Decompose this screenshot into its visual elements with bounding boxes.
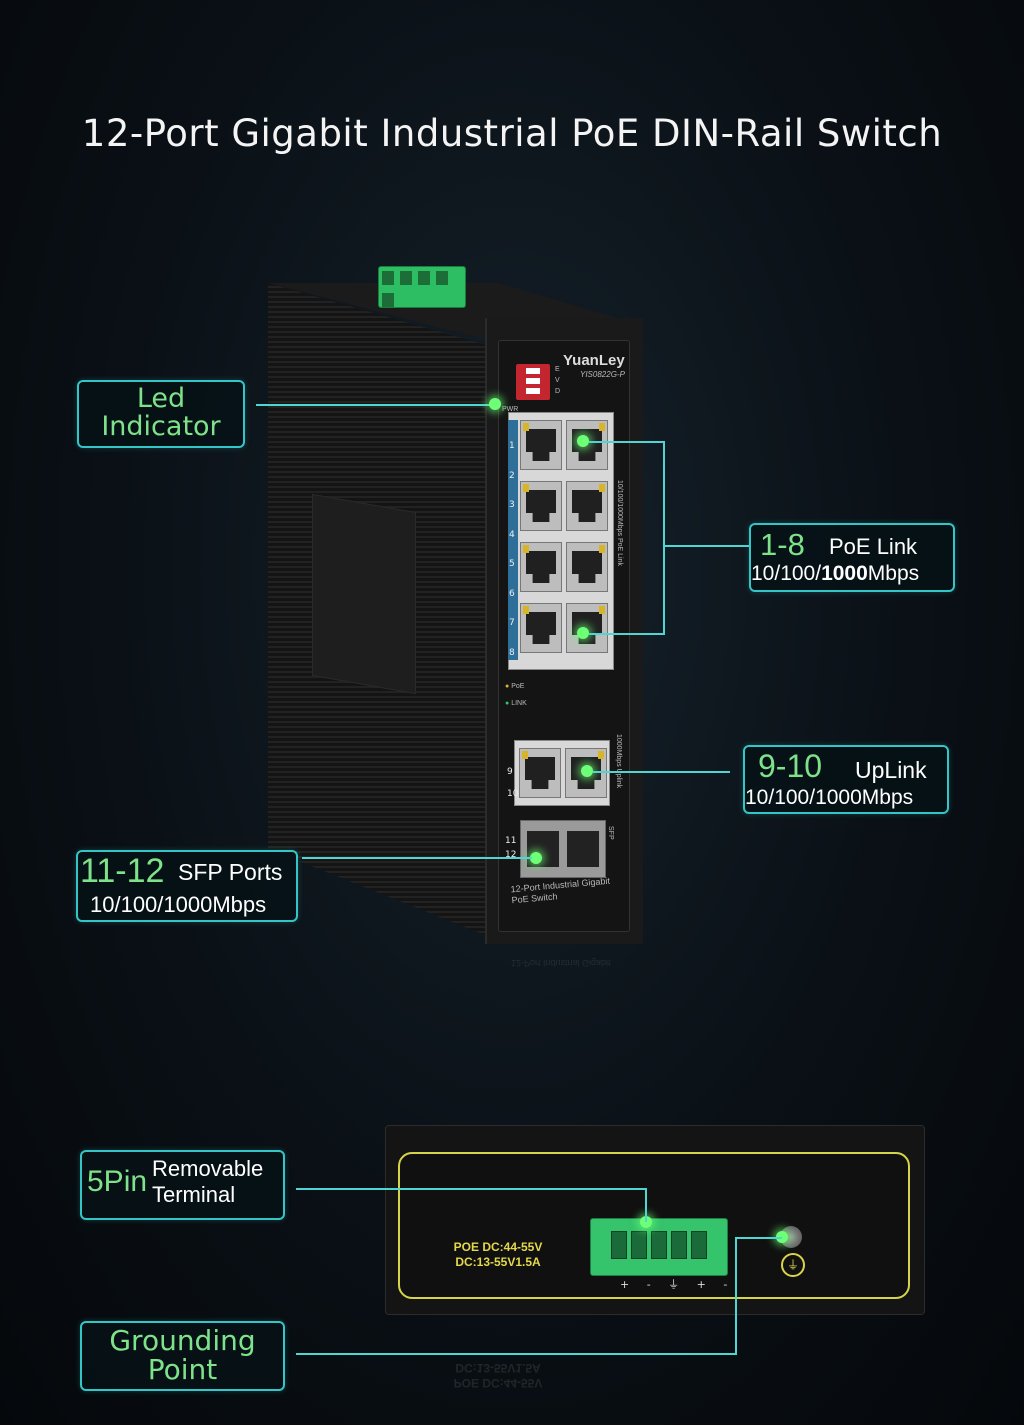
power-spec-line-2: DC:13-55V1.5A (455, 1255, 541, 1269)
uplink-side-text: 1000Mbps Uplink (615, 734, 622, 789)
sfp-side-text: SFP (607, 826, 614, 840)
poe-ports-side-text: 10/100/1000Mbps PoE Link (616, 480, 623, 567)
dip-label-d: D (555, 388, 561, 395)
ground-callout-line-1: Grounding (109, 1324, 256, 1357)
removable-terminal-block (590, 1218, 728, 1276)
model-number: YIS0822G-P (580, 370, 625, 379)
port-number: 10 (507, 789, 519, 799)
led-callout-line-2: Indicator (101, 411, 221, 442)
poe-leader-horizontal (663, 545, 749, 547)
poe-leader-bottom (589, 633, 664, 635)
ground-icon: ⏚ (781, 1253, 805, 1277)
indicator-dot-icon (776, 1231, 788, 1243)
power-spec-line-1: POE DC:44-55V (453, 1240, 543, 1254)
rj45-port-2 (566, 420, 608, 470)
ground-leader-horizontal (296, 1353, 737, 1355)
sfp-label: SFP Ports (178, 859, 283, 885)
page-title: 12-Port Gigabit Industrial PoE DIN-Rail … (81, 112, 943, 155)
ground-leader-top (736, 1237, 782, 1239)
sfp-range: 11-12 (80, 852, 165, 890)
port-number: 3 (509, 500, 515, 510)
link-legend: ● LINK (505, 700, 527, 707)
pwr-label: PWR (502, 406, 519, 413)
rj45-port-3 (520, 481, 562, 531)
port-number: 4 (509, 529, 515, 540)
led-callout-line-1: Led (136, 383, 186, 414)
uplink-numbers: 9 10 (507, 761, 518, 805)
poe-leader-vertical (663, 441, 665, 635)
poe-range: 1-8 (760, 527, 805, 562)
switch-side-label-plate (312, 493, 416, 695)
terminal-polarity: + - ⏚ + - (620, 1278, 735, 1291)
power-spec: POE DC:44-55V DC:13-55V1.5A (438, 1240, 558, 1270)
sfp-speed: 10/100/1000Mbps (90, 892, 267, 917)
terminal-label-line-1: Removable (152, 1156, 264, 1181)
terminal-label-line-2: Terminal (152, 1182, 236, 1207)
uplink-range: 9-10 (758, 748, 823, 784)
indicator-dot-icon (577, 627, 589, 639)
indicator-dot-icon (640, 1216, 652, 1228)
terminal-pin-count: 5Pin (87, 1165, 148, 1198)
poe-legend: ● PoE (505, 683, 525, 690)
rj45-port-1 (520, 420, 562, 470)
terminal-leader-vertical (645, 1188, 647, 1222)
ground-leader-vertical (735, 1237, 737, 1354)
port-number: 2 (509, 470, 515, 481)
port-number: 11 (505, 836, 517, 846)
reflection-line-1: POE DC:44-55V (453, 1376, 543, 1390)
dip-label-v: V (555, 377, 560, 384)
reflection-line-2: DC:13-55V1.5A (455, 1361, 541, 1375)
dip-label-e: E (555, 366, 560, 373)
port-number: 6 (509, 588, 515, 599)
indicator-dot-icon (577, 435, 589, 447)
brand-logo: YuanLey (563, 352, 625, 369)
sfp-leader-line (302, 857, 532, 859)
rj45-port-4 (566, 481, 608, 531)
port-number: 1 (509, 441, 515, 451)
port-number-strip (508, 420, 518, 660)
ground-callout-line-2: Point (147, 1353, 218, 1386)
top-terminal-block (378, 266, 466, 308)
port-numbers: 1 2 3 4 5 6 7 8 (509, 432, 515, 668)
device-reflection: 12-Port Industrial Gigabit (511, 958, 611, 968)
poe-label: PoE Link (829, 534, 918, 559)
indicator-dot-icon (489, 398, 501, 410)
led-indicator-callout: Led Indicator (77, 380, 245, 448)
indicator-dot-icon (581, 765, 593, 777)
rj45-port-7 (520, 603, 562, 653)
port-number: 12 (505, 850, 517, 860)
dip-switch (516, 364, 550, 400)
uplink-speed: 10/100/1000Mbps (745, 786, 914, 809)
port-number: 7 (509, 618, 515, 628)
sfp-numbers: 11 12 (505, 834, 516, 862)
port-number: 8 (509, 647, 515, 658)
terminal-leader-horizontal (296, 1188, 647, 1190)
removable-terminal-callout: 5Pin Removable Terminal (80, 1150, 285, 1220)
grounding-point-callout: Grounding Point (80, 1321, 285, 1391)
poe-link-callout: 1-8 PoE Link 10/100/1000Mbps (749, 523, 955, 592)
uplink-label: UpLink (855, 757, 927, 783)
port-number: 9 (507, 767, 513, 777)
uplink-callout: 9-10 UpLink 10/100/1000Mbps (743, 745, 949, 814)
led-leader-line (256, 404, 492, 406)
port-number: 5 (509, 559, 515, 569)
indicator-dot-icon (530, 852, 542, 864)
uplink-leader-line (593, 771, 730, 773)
poe-leader-top (589, 441, 664, 443)
sfp-port-block (520, 820, 606, 878)
dip-labels: E V D (555, 364, 560, 397)
power-spec-reflection: POE DC:44-55V DC:13-55V1.5A (438, 1360, 558, 1390)
rj45-port-5 (520, 542, 562, 592)
rj45-port-6 (566, 542, 608, 592)
sfp-callout: 11-12 SFP Ports 10/100/1000Mbps (76, 850, 298, 922)
rj45-port-9 (519, 748, 561, 798)
poe-speed: 10/100/1000Mbps (751, 562, 920, 585)
